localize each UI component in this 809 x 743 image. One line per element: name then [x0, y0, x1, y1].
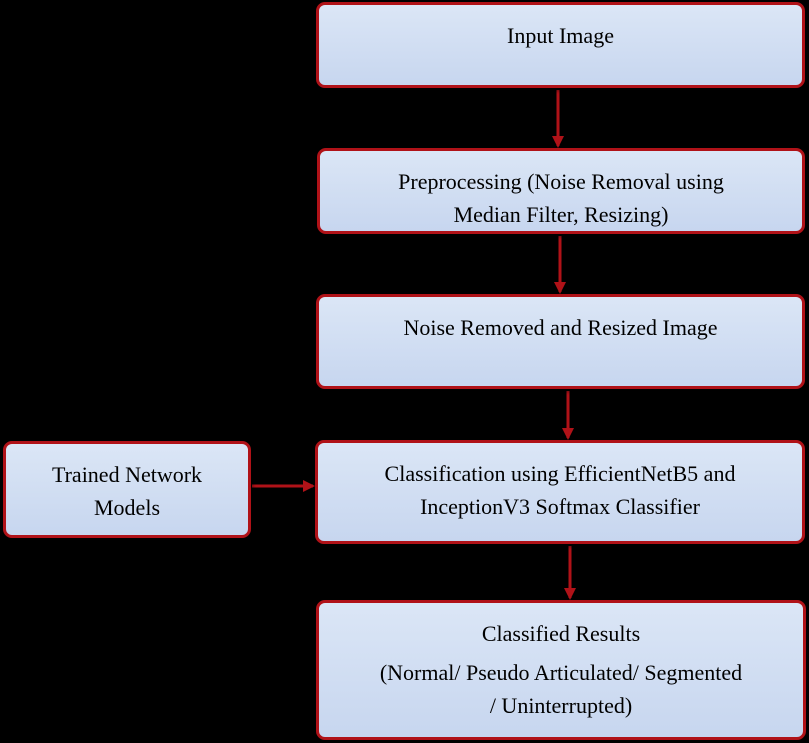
classification-label-line-2: InceptionV3 Softmax Classifier	[420, 494, 700, 519]
trained-models-label-line-1: Trained Network	[51, 462, 203, 487]
classification-label-line-1: Classification using EfficientNetB5 and	[384, 461, 736, 486]
preprocessing-label-line-1: Preprocessing (Noise Removal using	[398, 169, 724, 194]
noise-removed-label: Noise Removed and Resized Image	[403, 315, 718, 340]
noise-removed-node: Noise Removed and Resized Image	[316, 294, 805, 389]
input-image-node: Input Image	[316, 2, 805, 88]
classified-results-line-1: (Normal/ Pseudo Articulated/ Segmented	[379, 660, 743, 685]
classification-node: Classification using EfficientNetB5 and …	[315, 440, 805, 544]
classified-results-line-2: / Uninterrupted)	[489, 693, 633, 718]
input-image-label: Input Image	[507, 23, 614, 48]
preprocessing-node: Preprocessing (Noise Removal using Media…	[317, 148, 805, 234]
classified-results-node: Classified Results (Normal/ Pseudo Artic…	[316, 600, 806, 740]
classified-results-title: Classified Results	[481, 621, 641, 646]
preprocessing-label-line-2: Median Filter, Resizing)	[453, 202, 669, 227]
trained-models-label-line-2: Models	[94, 495, 160, 520]
trained-models-node: Trained Network Models	[3, 441, 251, 538]
